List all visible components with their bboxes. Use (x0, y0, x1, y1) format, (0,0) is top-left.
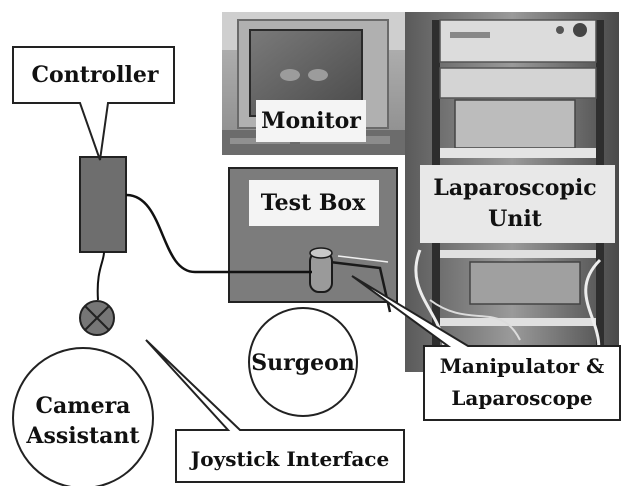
joystick-cable (96, 251, 105, 301)
surgeon-label: Surgeon (251, 350, 355, 376)
camera-assistant-label-line2: Assistant (25, 423, 140, 449)
monitor-label: Monitor (261, 108, 361, 134)
joystick-icon (79, 300, 115, 336)
controller-callout (12, 46, 175, 161)
camera-assistant-label-line1: Camera (36, 393, 131, 419)
joystick-interface-callout (145, 339, 405, 483)
controller-box (79, 156, 127, 253)
test-box-label-card (249, 180, 379, 226)
joystick-interface-label: Joystick Interface (189, 447, 389, 471)
laparoscopic-unit-label-line1: Laparoscopic (433, 175, 596, 201)
manipulator-callout (351, 275, 621, 421)
manipulator-label-line2: Laparoscope (451, 386, 592, 410)
laparoscopic-unit-label-line2: Unit (488, 206, 543, 232)
monitor-label-card (256, 100, 366, 142)
controller-cable (125, 193, 312, 274)
surgeon-circle (248, 307, 358, 417)
manipulator-laparoscope-icon (309, 247, 392, 313)
manipulator-label-line1: Manipulator & (440, 354, 604, 378)
laparoscopic-unit-photo (405, 12, 619, 373)
camera-assistant-circle (12, 347, 154, 486)
test-box-label: Test Box (261, 190, 366, 216)
controller-label: Controller (32, 62, 159, 88)
